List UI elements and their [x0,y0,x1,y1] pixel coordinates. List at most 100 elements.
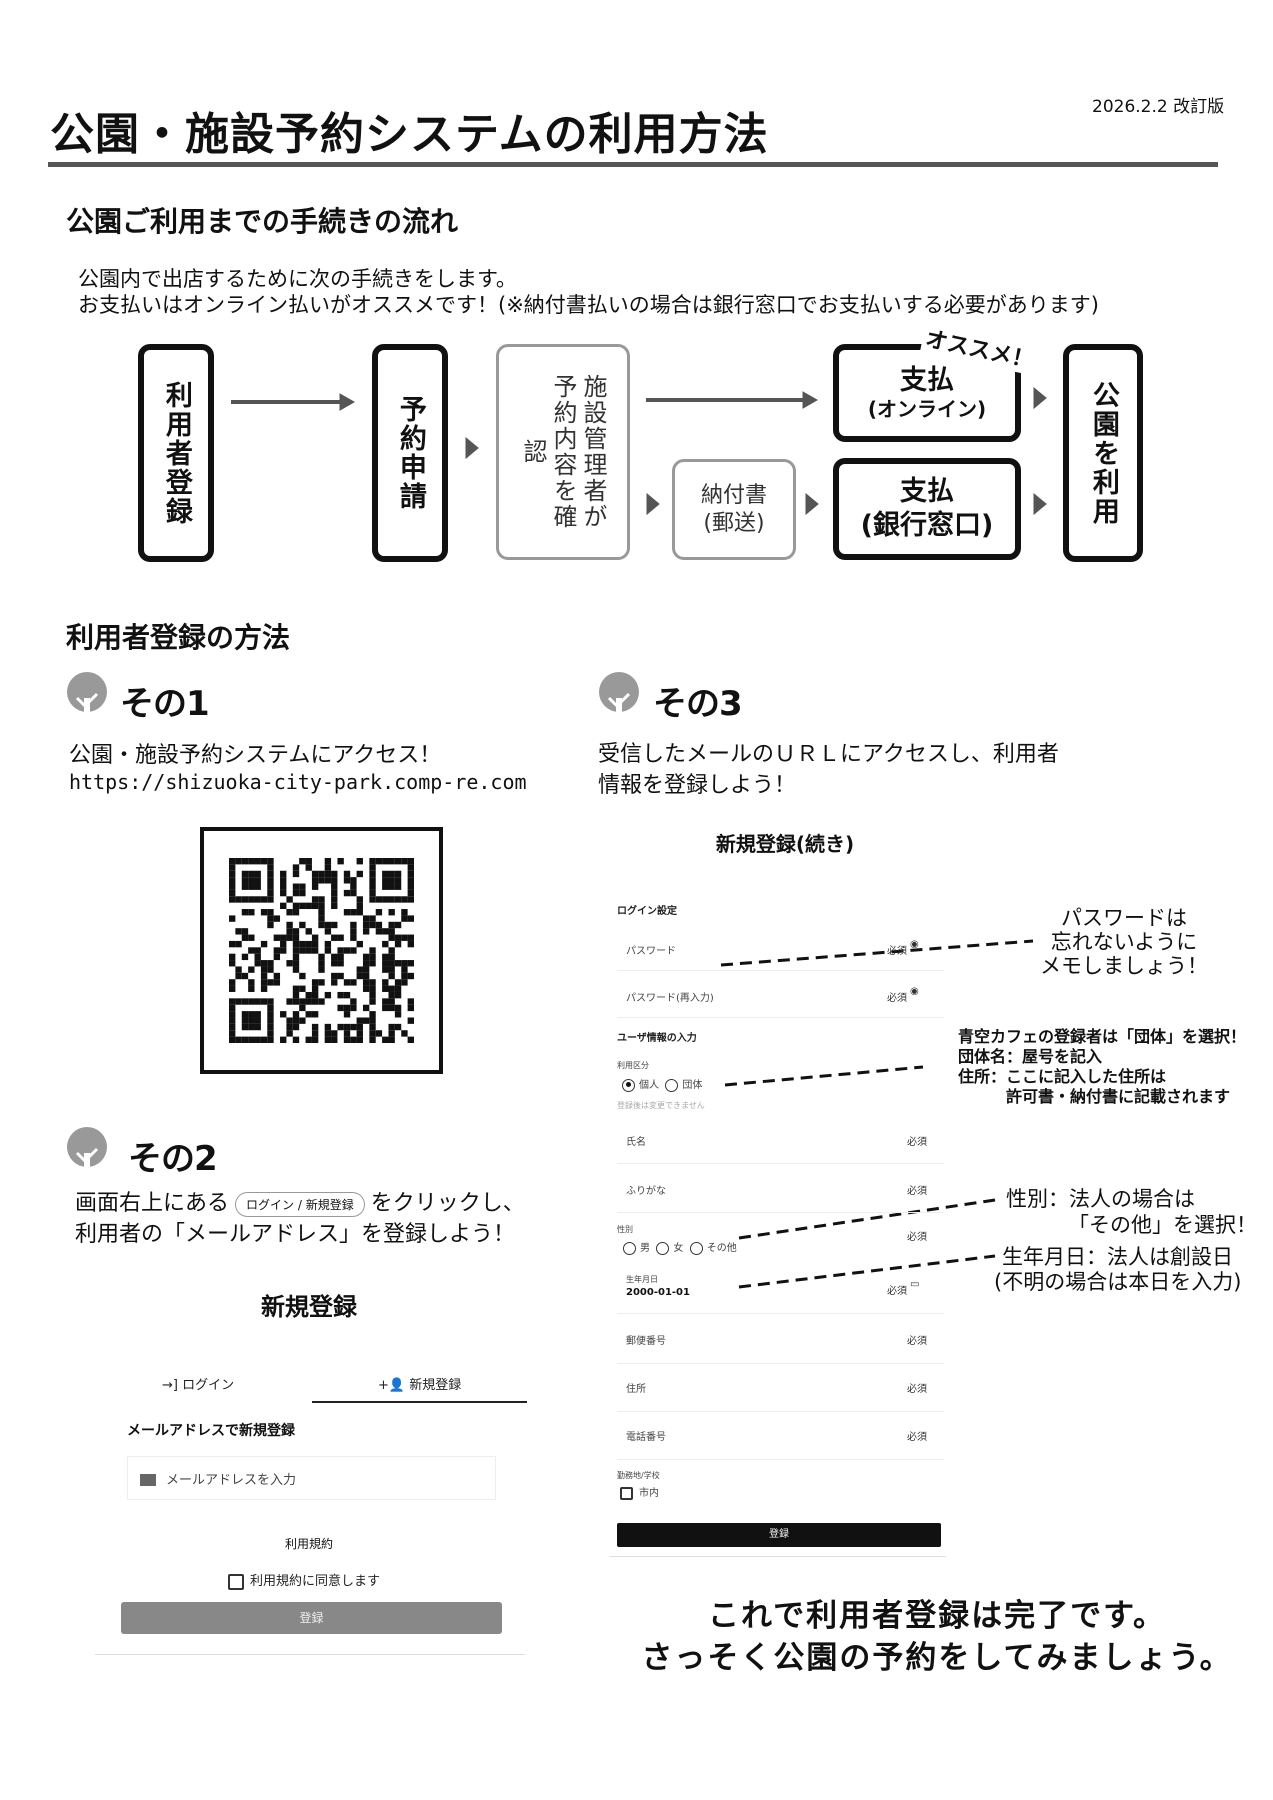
qr-module [299,902,306,910]
qr-module [394,1004,402,1012]
step1-url[interactable]: https://shizuoka-city-park.comp-re.com [69,770,527,794]
qr-module [382,896,389,903]
qr-module [248,870,255,878]
radio-individual[interactable]: 個人 [622,1078,659,1092]
postal-field[interactable]: 郵便番号必須 [617,1324,944,1364]
phone-field[interactable]: 電話番号必須 [617,1420,944,1460]
qr-module [318,953,325,961]
qr-module [248,947,255,954]
radio-other[interactable]: その他 [689,1241,737,1255]
qr-module [324,921,332,929]
qr-module [343,991,351,999]
qr-module [311,934,319,941]
terms-checkbox[interactable]: 利用規約に同意します [228,1570,380,1590]
step2-text-pre: 画面右上にある [75,1191,230,1216]
qr-module [401,979,408,986]
furigana-label: ふりがな [626,1186,666,1197]
required-badge: 必須 [887,1286,907,1297]
qr-module [324,947,332,954]
radio-male[interactable]: 男 [623,1241,650,1255]
radio-other-label: その他 [706,1243,737,1254]
qr-module [229,1017,236,1024]
qr-module [318,877,325,884]
qr-module [311,1036,319,1043]
name-field[interactable]: 氏名必須 [617,1124,944,1164]
signup-submit-button[interactable]: 登録 [121,1602,502,1634]
address-field[interactable]: 住所必須 [617,1372,944,1412]
qr-module [248,883,255,890]
qr-module [280,947,287,954]
qr-module [388,953,395,961]
qr-module [254,1017,261,1024]
annotation-line: 性別：法人の場合は [1006,1187,1195,1211]
tab-signup[interactable]: +👤 新規登録 [378,1374,461,1393]
qr-module [407,940,414,948]
qr-module [369,1036,376,1043]
qr-module [331,972,338,980]
qr-module [337,960,344,967]
furigana-field[interactable]: ふりがな必須 [617,1173,944,1213]
qr-module [311,877,319,884]
step-invoice-sub: (郵送) [703,510,765,536]
qr-module [324,928,332,935]
qr-module [382,1004,389,1012]
qr-module [382,998,389,1005]
qr-module [331,960,338,967]
qr-module [229,883,236,890]
qr-module [407,1017,414,1024]
qr-module [267,1017,274,1024]
qr-module [235,896,242,903]
step-register: 利用者登録 [138,344,214,562]
qr-module [350,928,357,935]
qr-module [407,915,414,922]
qr-module [248,1036,255,1043]
city-checkbox[interactable]: 市内 [620,1484,659,1500]
page-title: 公園・施設予約システムの利用方法 [50,109,769,160]
qr-module [235,972,242,980]
qr-module [407,1004,414,1012]
qr-module [267,864,274,871]
continue-submit-button[interactable]: 登録 [617,1523,941,1547]
radio-female[interactable]: 女 [656,1241,683,1255]
qr-module [331,1030,338,1037]
qr-module [267,896,274,903]
qr-module [369,1030,376,1037]
eye-icon[interactable]: ◉ [910,939,919,950]
gender-radios: 男 女 その他 [623,1239,737,1255]
password-annotation: パスワードは忘れないようにメモしましょう！ [1040,906,1208,978]
qr-module [324,858,332,865]
terms-title[interactable]: 利用規約 [284,1537,334,1551]
qr-module [292,1036,300,1043]
required-badge: 必須 [907,1384,927,1395]
conclusion-line-1: これで利用者登録は完了です。 [708,1598,1166,1634]
qr-module [299,1004,306,1012]
qr-module [311,883,319,890]
conclusion-line-2: さっそく公園の予約をしてみましょう。 [641,1640,1233,1676]
qr-module [401,934,408,941]
qr-module [241,953,249,961]
tab-login[interactable]: →] ログイン [162,1374,234,1393]
qr-module [394,858,402,865]
qr-module [299,889,306,897]
usage-type-label: 利用区分 [617,1061,649,1070]
group-annotation: 青空カフェの登録者は「団体」を選択！団体名：屋号を記入住所：ここに記入した住所は… [958,1027,1246,1107]
qr-code[interactable] [200,827,443,1074]
password-field[interactable]: パスワード必須◉ [617,935,944,971]
email-input[interactable]: メールアドレスを入力 [127,1456,496,1500]
qr-module [407,877,414,884]
login-icon: →] [162,1378,178,1393]
qr-module [260,960,268,967]
qr-module [394,940,402,948]
password-confirm-field[interactable]: パスワード(再入力)必須◉ [617,982,944,1018]
calendar-icon[interactable]: ▭ [910,1279,920,1290]
qr-module [260,979,268,986]
qr-module [305,947,312,954]
qr-module [311,1030,319,1037]
radio-group[interactable]: 団体 [665,1078,702,1092]
qr-module [254,1011,261,1018]
qr-module [337,947,344,954]
qr-module [305,864,312,871]
qr-module [260,1036,268,1043]
eye-icon[interactable]: ◉ [910,986,919,997]
